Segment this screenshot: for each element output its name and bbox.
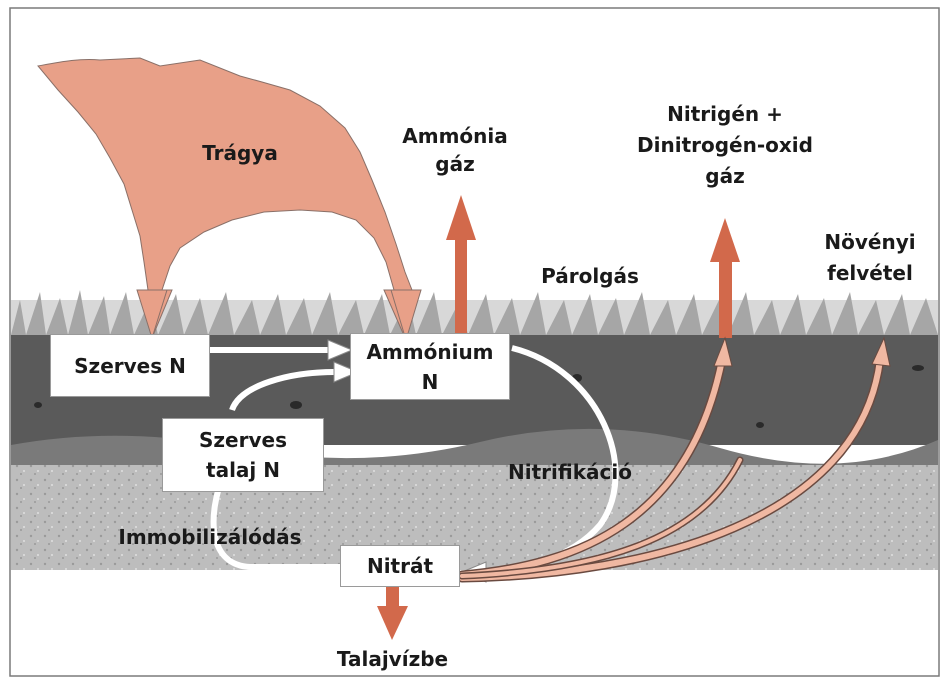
box-ammonium-n: Ammónium N [350, 333, 510, 400]
label-nitrogen-gas-line3: gáz [625, 161, 825, 192]
label-ammonia-gas-line2: gáz [400, 150, 510, 178]
label-plant-uptake: Növényi felvétel [815, 227, 925, 289]
label-immobilization: Immobilizálódás [100, 523, 320, 551]
subsoil-layer [11, 465, 938, 570]
box-ammonium-n-line1: Ammónium [366, 337, 493, 367]
label-nitrification: Nitrifikáció [495, 458, 645, 486]
box-organic-n-label: Szerves N [74, 351, 186, 381]
box-soil-organic-n-line1: Szerves [199, 425, 287, 455]
label-groundwater: Talajvízbe [320, 645, 465, 673]
box-nitrate: Nitrát [340, 545, 460, 587]
box-nitrate-label: Nitrát [367, 551, 433, 581]
label-ammonia-gas: Ammónia gáz [400, 122, 510, 178]
box-soil-organic-n-line2: talaj N [206, 455, 280, 485]
box-organic-n: Szerves N [50, 334, 210, 397]
label-ammonia-gas-line1: Ammónia [400, 122, 510, 150]
label-plant-uptake-line1: Növényi [815, 227, 925, 258]
label-nitrogen-gas-line2: Dinitrogén-oxid [625, 130, 825, 161]
box-ammonium-n-line2: N [422, 367, 439, 397]
label-nitrogen-gas: Nitrigén + Dinitrogén-oxid gáz [625, 99, 825, 192]
label-nitrogen-gas-line1: Nitrigén + [625, 99, 825, 130]
label-plant-uptake-line2: felvétel [815, 258, 925, 289]
box-soil-organic-n: Szerves talaj N [162, 418, 324, 492]
label-manure: Trágya [190, 139, 290, 167]
label-evaporation: Párolgás [525, 262, 655, 290]
